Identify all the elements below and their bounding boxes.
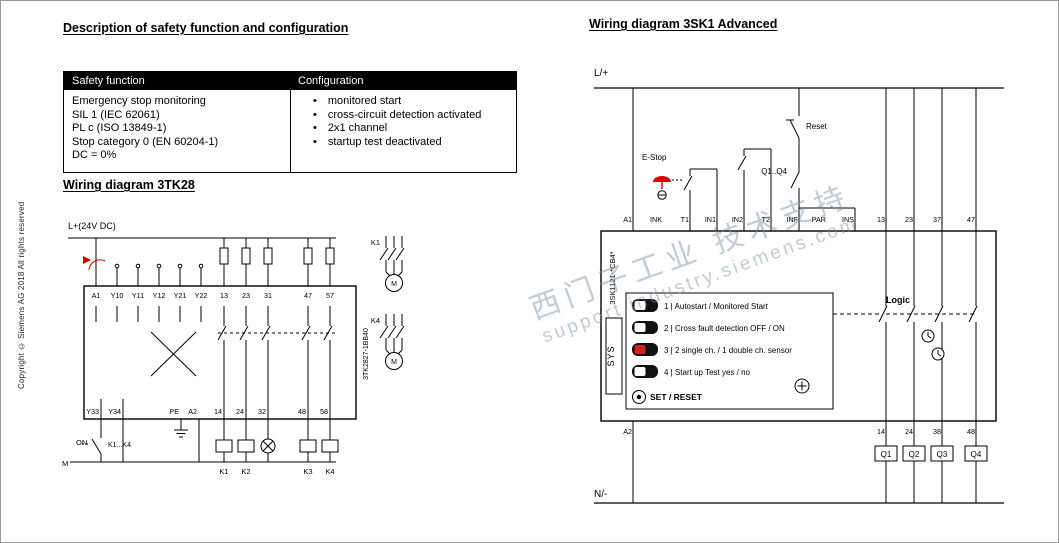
section-heading-description: Description of safety function and confi…	[63, 21, 349, 35]
on-switch-label: ON	[76, 438, 87, 447]
terminal-label: INF	[786, 215, 798, 224]
terminal-label: A2	[188, 407, 197, 416]
terminal-label: PAR	[812, 215, 826, 224]
config-item: cross-circuit detection activated	[299, 109, 508, 123]
supply-plus-label: L/+	[594, 68, 608, 79]
section-heading-3sk1: Wiring diagram 3SK1 Advanced	[589, 17, 778, 31]
contactor-coil-label: K3	[303, 467, 312, 476]
3sk1-wires	[594, 87, 1004, 504]
terminal-label: 13	[220, 291, 228, 300]
terminal-label: T1	[681, 215, 689, 224]
safety-line: PL c (ISO 13849-1)	[72, 122, 167, 134]
feedback-contact-label: Q1..Q4	[761, 167, 787, 176]
contactor-coil-label: K2	[241, 467, 250, 476]
terminal-label: 24	[236, 407, 244, 416]
terminal-label: INK	[650, 215, 662, 224]
safety-function-table: Safety function Configuration Emergency …	[63, 71, 517, 173]
estop-actuator-icon	[83, 256, 106, 271]
terminal-label: 23	[905, 215, 913, 224]
config-item: monitored start	[299, 95, 508, 109]
safety-line: Stop category 0 (EN 60204-1)	[72, 135, 219, 148]
terminal-label: 13	[877, 215, 885, 224]
terminal-label: 57	[326, 291, 334, 300]
terminal-label: Y22	[195, 291, 208, 300]
3sk1-labels: L/+ N/- E-Stop Reset Q1..Q4 A1 INK T1 IN…	[594, 68, 982, 500]
wiring-diagram-3tk28: L+(24V DC) A1 Y10 Y11 Y12 Y21 Y22 13 23 …	[62, 221, 405, 476]
terminal-label: 38	[933, 427, 941, 436]
contactor-box-label: Q3	[937, 450, 948, 459]
dip-switch-label: 2 | Cross fault detection OFF / ON	[664, 324, 785, 333]
reset-label: Reset	[806, 122, 828, 131]
dip-switch-label: 4 | Start up Test yes / no	[664, 368, 751, 377]
terminal-label: 14	[214, 407, 222, 416]
terminal-label: 48	[967, 427, 975, 436]
supply-label: L+(24V DC)	[68, 221, 116, 231]
terminal-label: Y34	[108, 407, 121, 416]
contactor-coil-label: K4	[325, 467, 334, 476]
safety-function-cell: Emergency stop monitoring SIL 1 (IEC 620…	[64, 90, 290, 172]
contactor-contact-label: K4	[371, 316, 380, 325]
device-type-label: 3SK1121-*CB4*	[608, 251, 617, 304]
m-rail-label: M	[62, 459, 68, 468]
logic-label: Logic	[886, 295, 910, 305]
estop-label: E-Stop	[642, 153, 667, 162]
table-header-safety-function: Safety function	[72, 75, 145, 87]
terminal-label: 32	[258, 407, 266, 416]
terminal-label: A2	[623, 427, 632, 436]
terminal-label: 37	[933, 215, 941, 224]
motor-label: M	[391, 359, 397, 366]
safety-line: SIL 1 (IEC 62061)	[72, 108, 160, 121]
terminal-label: Y12	[153, 291, 166, 300]
terminal-label: Y10	[111, 291, 124, 300]
terminal-label: 31	[264, 291, 272, 300]
terminal-label: INS	[842, 215, 854, 224]
device-type-label: 3TK2827-1BB40	[363, 328, 370, 380]
terminal-label: T2	[762, 215, 770, 224]
copyright-sidebar-text: Copyright © Siemens AG 2018 All rights r…	[17, 201, 26, 389]
table-body-row: Emergency stop monitoring SIL 1 (IEC 620…	[64, 90, 516, 172]
terminal-label: 48	[298, 407, 306, 416]
k-range-label: K1...K4	[108, 442, 131, 449]
configuration-cell: monitored start cross-circuit detection …	[290, 90, 516, 172]
terminal-label: Y21	[174, 291, 187, 300]
3tk28-wires	[68, 236, 405, 463]
safety-line: DC = 0%	[72, 149, 117, 161]
terminal-label: 47	[304, 291, 312, 300]
contactor-box-label: Q4	[971, 450, 982, 459]
supply-minus-label: N/-	[594, 489, 607, 500]
terminal-label: Y33	[86, 407, 99, 416]
config-item: startup test deactivated	[299, 136, 508, 150]
3tk28-labels: L+(24V DC) A1 Y10 Y11 Y12 Y21 Y22 13 23 …	[62, 221, 397, 476]
set-reset-label: SET / RESET	[650, 392, 703, 402]
safety-line: Emergency stop monitoring	[72, 95, 206, 107]
terminal-label: Y11	[132, 291, 144, 300]
terminal-label: 24	[905, 427, 913, 436]
terminal-label: PE	[169, 407, 179, 416]
contactor-box-label: Q1	[881, 450, 892, 459]
terminal-label: IN1	[705, 215, 716, 224]
dip-switch-label: 1 | Autostart / Monitored Start	[664, 302, 769, 311]
terminal-label: 14	[877, 427, 885, 436]
dip-switch-icons[interactable]	[632, 299, 658, 378]
terminal-label: 47	[967, 215, 975, 224]
terminal-label: A1	[623, 215, 632, 224]
estop-button-icon	[653, 176, 671, 200]
terminal-label: A1	[92, 291, 101, 300]
table-header-configuration: Configuration	[298, 75, 364, 87]
terminal-label: 58	[320, 407, 328, 416]
section-heading-3tk28: Wiring diagram 3TK28	[63, 178, 195, 192]
dip-switch-label: 3 | 2 single ch. / 1 double ch. sensor	[664, 346, 792, 355]
motor-label: M	[391, 281, 397, 288]
wiring-diagram-3sk1: L/+ N/- E-Stop Reset Q1..Q4 A1 INK T1 IN…	[594, 68, 1004, 504]
contactor-box-label: Q2	[909, 450, 920, 459]
contactor-contact-label: K1	[371, 238, 380, 247]
table-header-row: Safety function Configuration	[64, 72, 516, 90]
terminal-label: 23	[242, 291, 250, 300]
contactor-coil-label: K1	[219, 467, 228, 476]
sys-label: SYS	[606, 345, 616, 366]
config-item: 2x1 channel	[299, 122, 508, 136]
terminal-label: IN2	[732, 215, 743, 224]
